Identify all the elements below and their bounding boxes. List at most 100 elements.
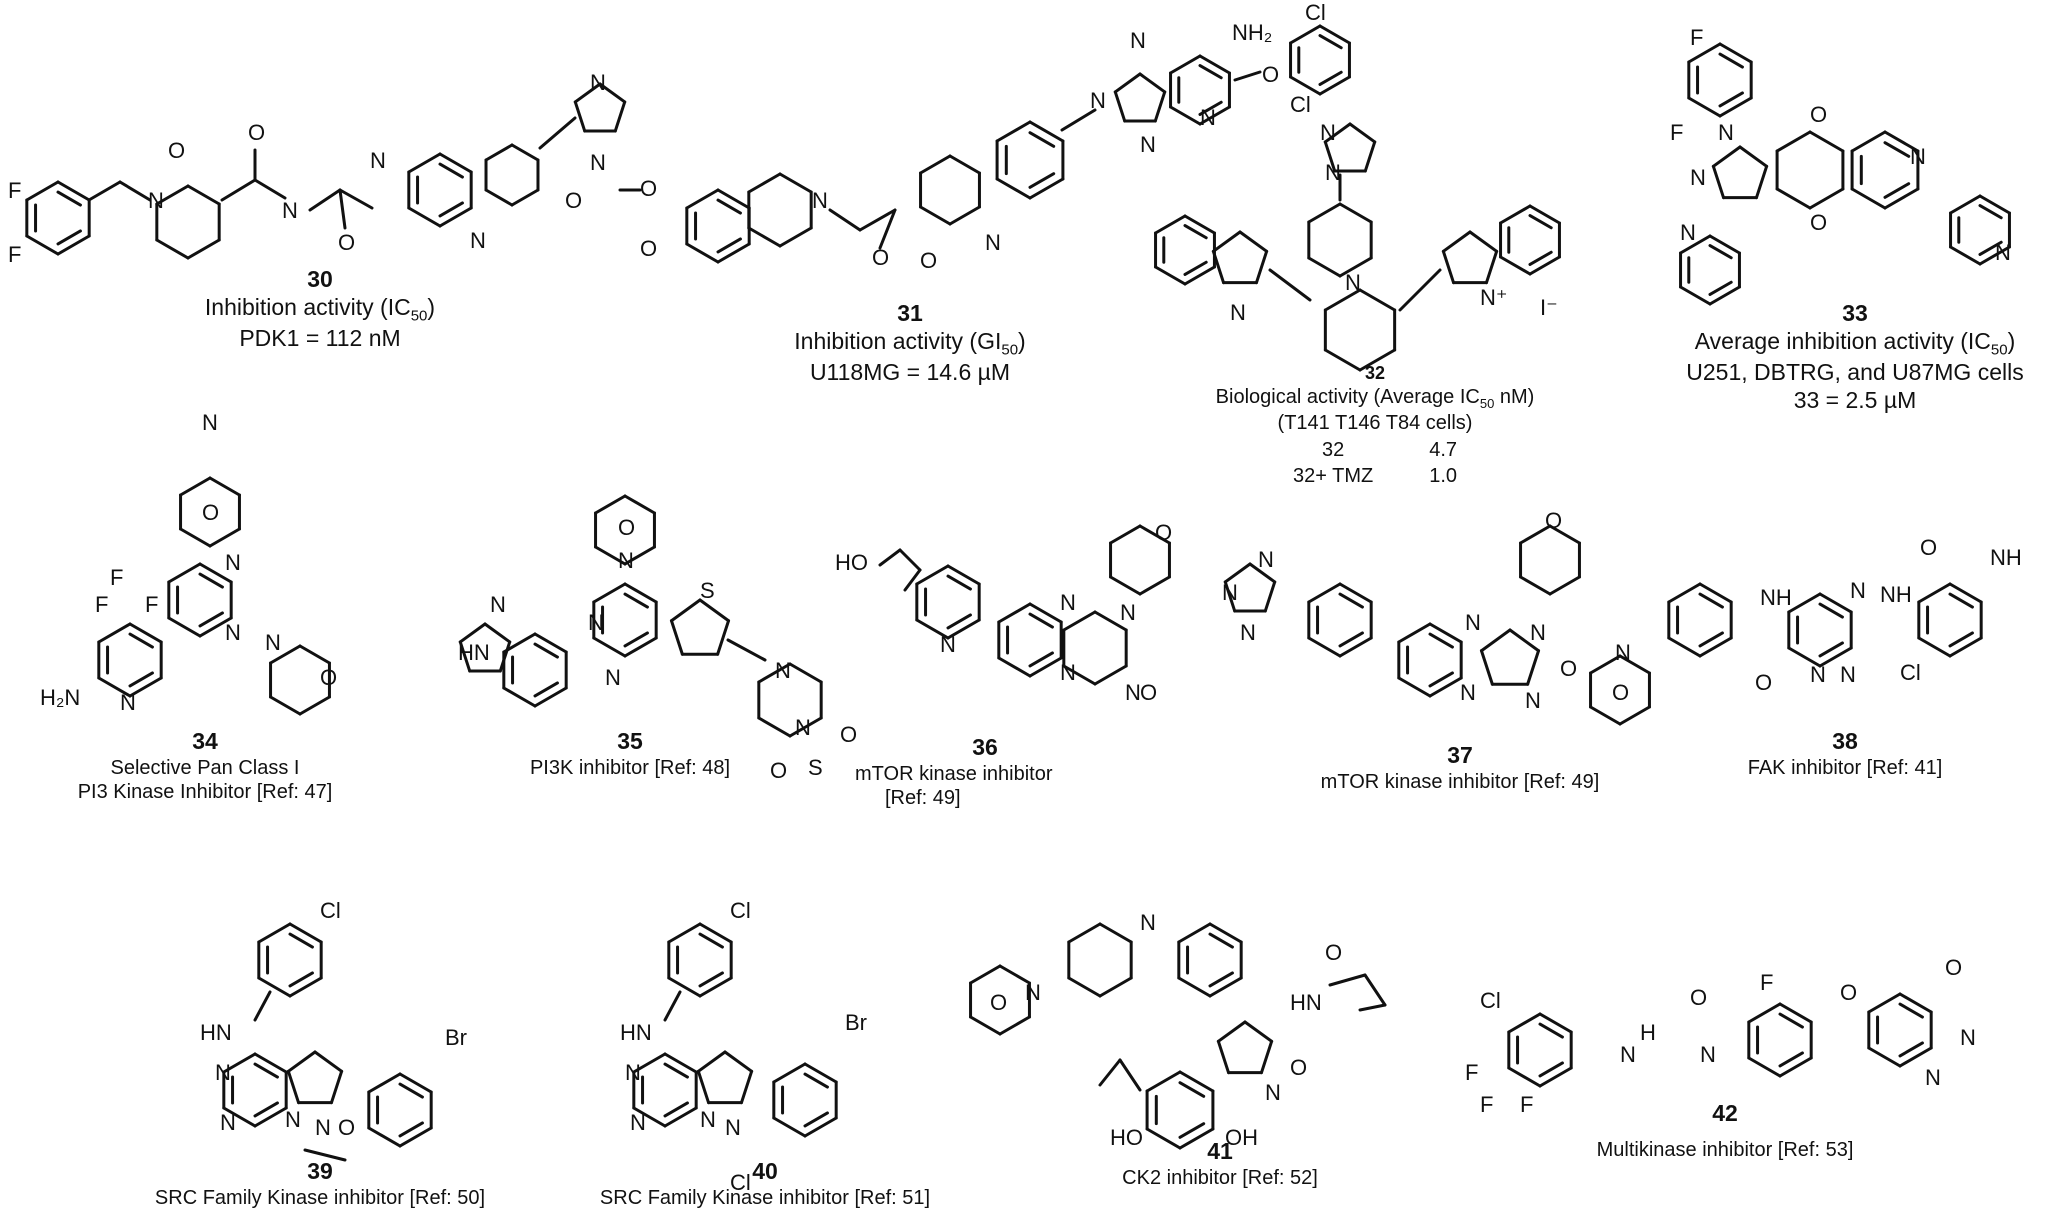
- bond: [1363, 140, 1377, 173]
- bond: [257, 976, 292, 998]
- atom-label: N: [315, 1115, 331, 1140]
- bond: [969, 964, 1002, 985]
- bond: [1318, 75, 1351, 96]
- bond: [1348, 122, 1377, 144]
- atom-label: F: [8, 178, 21, 203]
- bond: [1323, 348, 1362, 372]
- bond: [1747, 1002, 1782, 1024]
- bond: [222, 1052, 257, 1074]
- bond: [757, 716, 792, 738]
- atom-label: Cl: [320, 898, 341, 923]
- atom-label: O: [1155, 520, 1172, 545]
- caption-37: 37 mTOR kinase inhibitor [Ref: 49]: [1290, 742, 1630, 794]
- bond: [298, 695, 331, 716]
- bond: [698, 922, 733, 944]
- atom-label: H: [1640, 1020, 1656, 1045]
- bond: [1248, 562, 1277, 584]
- atom-label: N: [470, 228, 486, 253]
- bond: [253, 178, 287, 200]
- bond: [1223, 562, 1252, 584]
- atom-label: O: [202, 500, 219, 525]
- bond: [1978, 240, 2003, 256]
- bond: [946, 618, 981, 640]
- bond: [1263, 580, 1277, 613]
- atom-label: N: [1325, 160, 1341, 185]
- atom-label: N: [1090, 88, 1106, 113]
- atom-label: N: [1222, 580, 1238, 605]
- bond: [308, 188, 342, 212]
- bond: [87, 180, 122, 202]
- activity-value: PDK1 = 112 nM: [239, 325, 401, 352]
- compound-number: 33: [1842, 300, 1868, 326]
- atom-label: F: [1520, 1092, 1533, 1117]
- bond: [1138, 524, 1171, 545]
- bond: [1028, 177, 1065, 200]
- bond: [716, 242, 751, 264]
- bond: [592, 636, 627, 658]
- compound-number: 38: [1832, 728, 1858, 754]
- atom-label: N: [1910, 144, 1926, 169]
- bond: [1363, 973, 1387, 1007]
- bond: [1479, 649, 1494, 686]
- bond: [1698, 636, 1733, 658]
- bond: [1183, 214, 1216, 235]
- bond: [269, 695, 302, 716]
- bond: [1093, 610, 1128, 632]
- atom-label: N: [1465, 610, 1481, 635]
- bond: [948, 154, 981, 175]
- bond: [97, 676, 132, 698]
- bond: [669, 598, 702, 623]
- bond: [438, 162, 464, 179]
- bond: [128, 632, 154, 649]
- atom-label: N: [202, 410, 218, 435]
- atom-label: HO: [1110, 1125, 1143, 1150]
- bond: [179, 527, 212, 548]
- bond: [948, 205, 981, 226]
- bond: [1098, 976, 1133, 998]
- atom-label: N: [795, 715, 811, 740]
- caption-41: 41 CK2 inhibitor [Ref: 52]: [1070, 1138, 1370, 1190]
- bond: [338, 188, 347, 230]
- bond: [510, 188, 540, 207]
- bond: [573, 82, 602, 104]
- bond: [1917, 636, 1952, 658]
- bond: [329, 1069, 344, 1105]
- bond: [995, 177, 1032, 200]
- bond: [398, 1121, 424, 1138]
- atom-label: N: [1530, 620, 1546, 645]
- bond: [632, 1106, 667, 1128]
- bond: [1318, 24, 1351, 45]
- bond: [1338, 202, 1373, 224]
- bond: [1062, 610, 1097, 632]
- bond: [186, 184, 221, 206]
- atom-label: N: [225, 620, 241, 645]
- bond: [1183, 260, 1208, 276]
- bond: [1145, 1070, 1182, 1093]
- bond: [1718, 91, 1744, 108]
- bond: [667, 922, 702, 944]
- atom-label: N: [1240, 620, 1256, 645]
- bond: [1208, 922, 1243, 944]
- bond: [484, 143, 514, 162]
- bond: [757, 662, 792, 684]
- bond: [1318, 34, 1343, 50]
- atom-label: O: [640, 176, 657, 201]
- bond: [698, 971, 724, 988]
- atom-label: F: [1670, 120, 1683, 145]
- bond: [1307, 582, 1342, 604]
- bond: [1338, 631, 1364, 648]
- bond: [438, 152, 473, 174]
- atom-label: Cl: [1290, 92, 1311, 117]
- bond: [128, 671, 154, 688]
- bond: [533, 686, 568, 708]
- bond: [298, 644, 331, 665]
- atom-label: N: [605, 665, 621, 690]
- bond: [1323, 140, 1337, 173]
- compound-number: 37: [1447, 742, 1473, 768]
- bond: [1113, 90, 1127, 123]
- bond: [1499, 204, 1532, 225]
